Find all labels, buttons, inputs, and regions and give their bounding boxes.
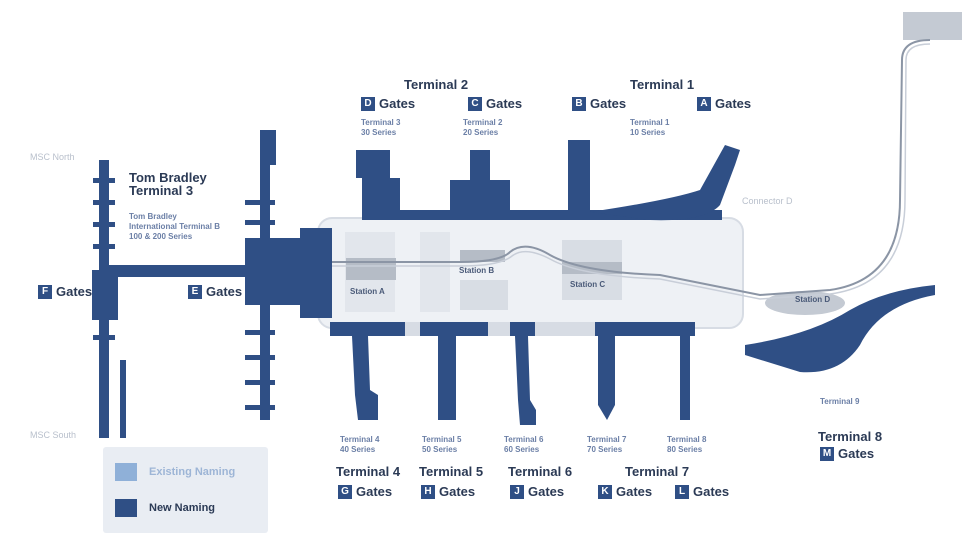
- terminal-1-east-pier: [590, 145, 740, 221]
- gate-letter-c: C: [468, 96, 482, 111]
- gate-letter-m: M: [820, 446, 834, 461]
- tbit-main-building: [245, 228, 332, 318]
- gate-letter-e: E: [188, 284, 202, 299]
- terminal-8-title: Terminal 8: [818, 429, 883, 444]
- gate-letter-j: J: [510, 484, 524, 499]
- tbit-north-tip: [268, 130, 276, 165]
- people-mover-line-inner: [330, 43, 931, 300]
- north-frontage-west: [362, 210, 512, 220]
- legend-existing: Existing Naming: [115, 463, 235, 481]
- terminal-1-concourse: [568, 140, 590, 215]
- terminal-6-concourse: [515, 336, 536, 425]
- tbit-west-pier: [120, 360, 126, 438]
- south-frontage-light: [488, 322, 510, 336]
- south-frontage-t5: [420, 322, 488, 336]
- south-frontage-west: [330, 322, 405, 336]
- terminal-6-title: Terminal 6: [508, 464, 573, 479]
- gate-letter-h: H: [421, 484, 435, 499]
- terminal-2-title: Terminal 2: [404, 77, 469, 92]
- terminal-4-title: Terminal 4: [336, 464, 401, 479]
- legend-existing-swatch: [115, 463, 137, 481]
- gate-letter-f: F: [38, 284, 52, 299]
- terminal-3-concourse: [356, 150, 400, 215]
- parking-structure-far: [903, 12, 962, 40]
- station-d-label: Station D: [795, 295, 831, 304]
- msc-north-label: MSC North: [30, 152, 75, 162]
- gate-letter-g: G: [338, 484, 352, 499]
- legend: Existing Naming New Naming: [103, 447, 268, 533]
- tbit-east-gate-stubs: [245, 200, 275, 410]
- gate-letter-l: L: [675, 484, 689, 499]
- gate-letter-a: A: [697, 96, 711, 111]
- parking-structure: [420, 232, 450, 312]
- msc-south-label: MSC South: [30, 430, 77, 440]
- south-frontage-light: [535, 322, 595, 336]
- terminal-2-concourse: [450, 150, 510, 215]
- tbit-title-line1: Tom Bradley: [129, 170, 207, 185]
- gate-letter-k: K: [598, 484, 612, 499]
- tbit-west-gate-f-block: [92, 270, 118, 320]
- station-a-building: [346, 258, 396, 280]
- tbit-south-concourse: [260, 305, 270, 420]
- south-frontage-light: [405, 322, 420, 336]
- south-frontage-t6: [510, 322, 535, 336]
- terminal-9-pier: [745, 285, 935, 373]
- legend-new-swatch: [115, 499, 137, 517]
- terminal-8-pier: [680, 336, 690, 420]
- gate-letter-b: B: [572, 96, 586, 111]
- tbit-title-line2: Terminal 3: [129, 183, 194, 198]
- terminal-5-title: Terminal 5: [419, 464, 484, 479]
- station-b-label: Station B: [459, 266, 495, 275]
- people-mover-line: [330, 39, 931, 297]
- legend-new: New Naming: [115, 499, 215, 517]
- terminal-4-concourse: [352, 336, 378, 420]
- tbit-north-concourse: [260, 130, 270, 240]
- south-frontage-t7: [595, 322, 695, 336]
- legend-new-label: New Naming: [149, 502, 216, 514]
- connector-label: Connector D: [742, 196, 793, 206]
- terminal-7-title: Terminal 7: [625, 464, 690, 479]
- gate-letter-d: D: [361, 96, 375, 111]
- existing-t9: Terminal 9: [820, 397, 860, 406]
- terminal-5-concourse: [438, 336, 456, 420]
- station-c-label: Station C: [570, 280, 606, 289]
- parking-structure: [460, 280, 508, 310]
- station-a-label: Station A: [350, 287, 385, 296]
- terminal-7-concourse: [598, 336, 615, 420]
- legend-existing-label: Existing Naming: [149, 466, 236, 478]
- terminal-1-title: Terminal 1: [630, 77, 695, 92]
- tbit-connector: [109, 265, 259, 277]
- tbit-west-gate-stubs: [93, 178, 115, 340]
